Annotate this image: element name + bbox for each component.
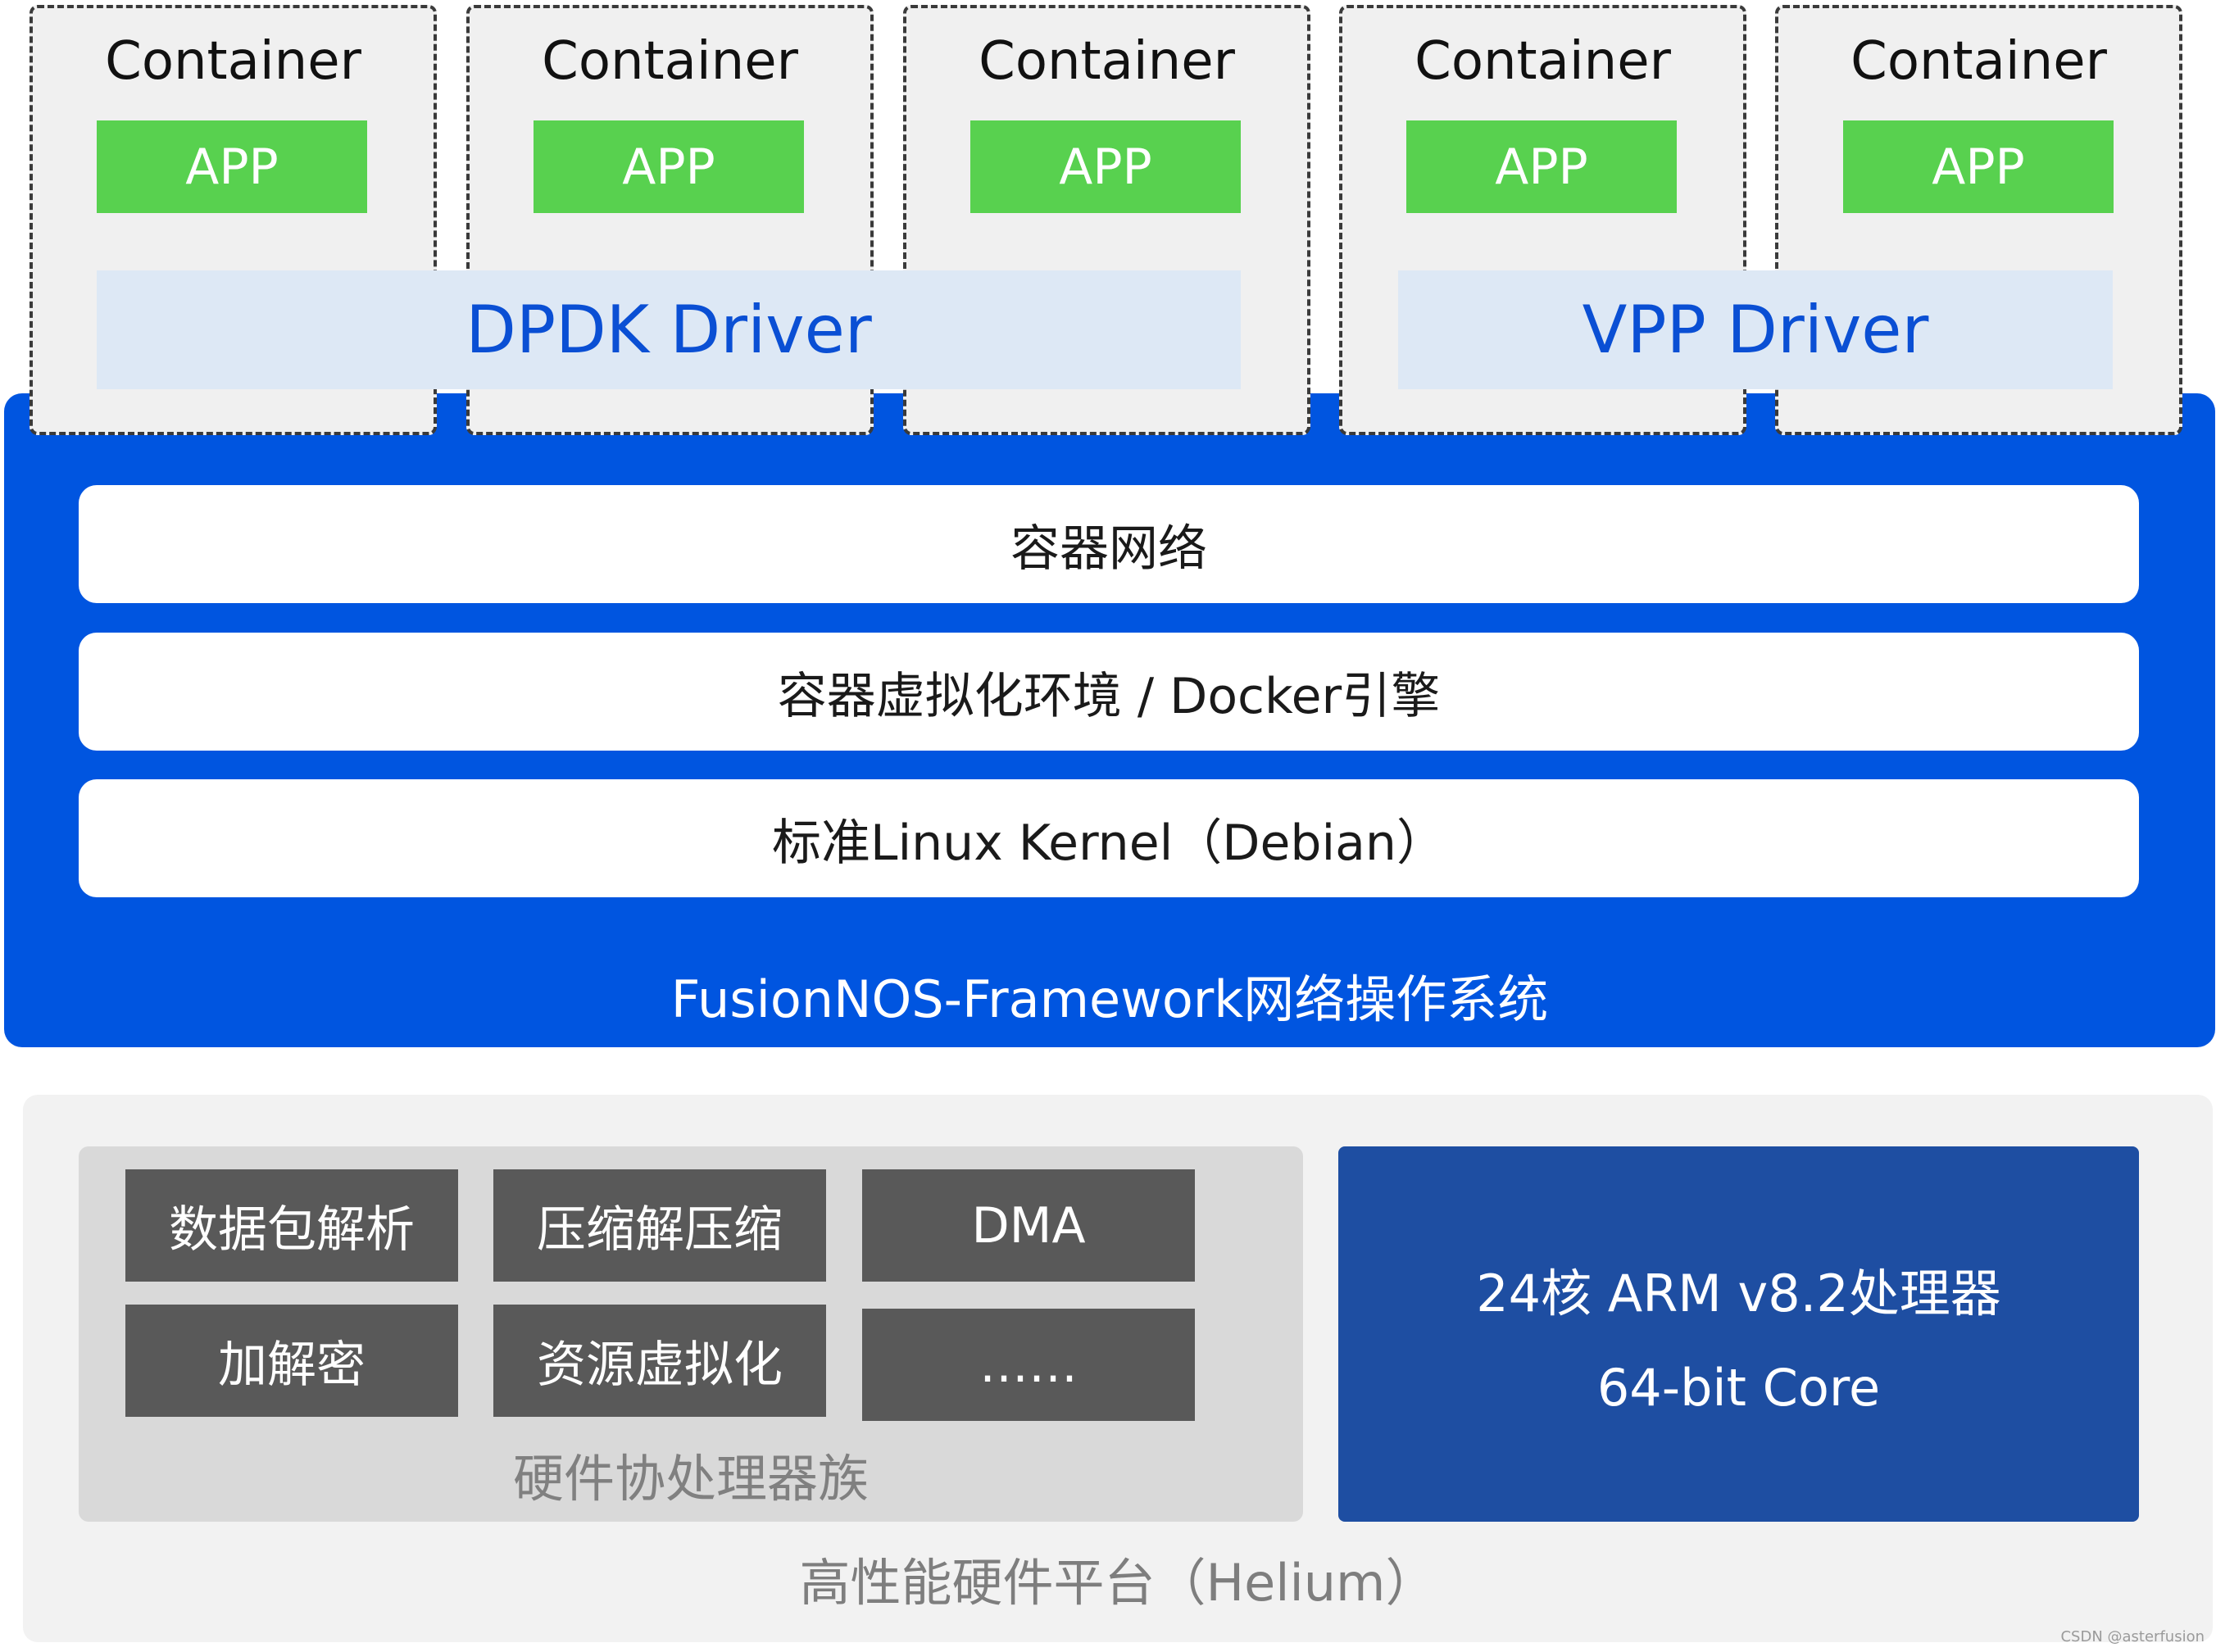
container-label: Container [1415, 31, 1671, 92]
app-box-3: APP [970, 120, 1241, 213]
cpu-line-2: 64-bit Core [1596, 1358, 1881, 1418]
vpp-driver: VPP Driver [1398, 270, 2113, 389]
layer-linux-kernel: 标准Linux Kernel（Debian） [79, 779, 2139, 897]
cpu-block: 24核 ARM v8.2处理器 64-bit Core [1338, 1146, 2139, 1522]
container-label: Container [1850, 31, 2107, 92]
app-box-5: APP [1843, 120, 2114, 213]
container-label: Container [542, 31, 798, 92]
cpu-line-1: 24核 ARM v8.2处理器 [1476, 1264, 2001, 1323]
coprocessor-title: 硬件协处理器族 [512, 1449, 869, 1509]
framework-title: FusionNOS-Framework网络操作系统 [670, 969, 1549, 1029]
container-label: Container [105, 31, 361, 92]
watermark: CSDN @asterfusion [2060, 1628, 2205, 1645]
hardware-platform-title: 高性能硬件平台（Helium） [799, 1553, 1437, 1613]
app-box-2: APP [534, 120, 804, 213]
module-dma: DMA [862, 1169, 1195, 1282]
module-resource-virtualization: 资源虚拟化 [493, 1305, 826, 1417]
module-packet-parsing: 数据包解析 [125, 1169, 458, 1282]
module-crypto: 加解密 [125, 1305, 458, 1417]
app-box-1: APP [97, 120, 367, 213]
layer-docker-engine: 容器虚拟化环境 / Docker引擎 [79, 633, 2139, 751]
layer-container-network: 容器网络 [79, 485, 2139, 603]
dpdk-driver: DPDK Driver [97, 270, 1241, 389]
container-label: Container [979, 31, 1235, 92]
module-more: …… [862, 1309, 1195, 1421]
app-box-4: APP [1406, 120, 1677, 213]
module-compression: 压缩解压缩 [493, 1169, 826, 1282]
